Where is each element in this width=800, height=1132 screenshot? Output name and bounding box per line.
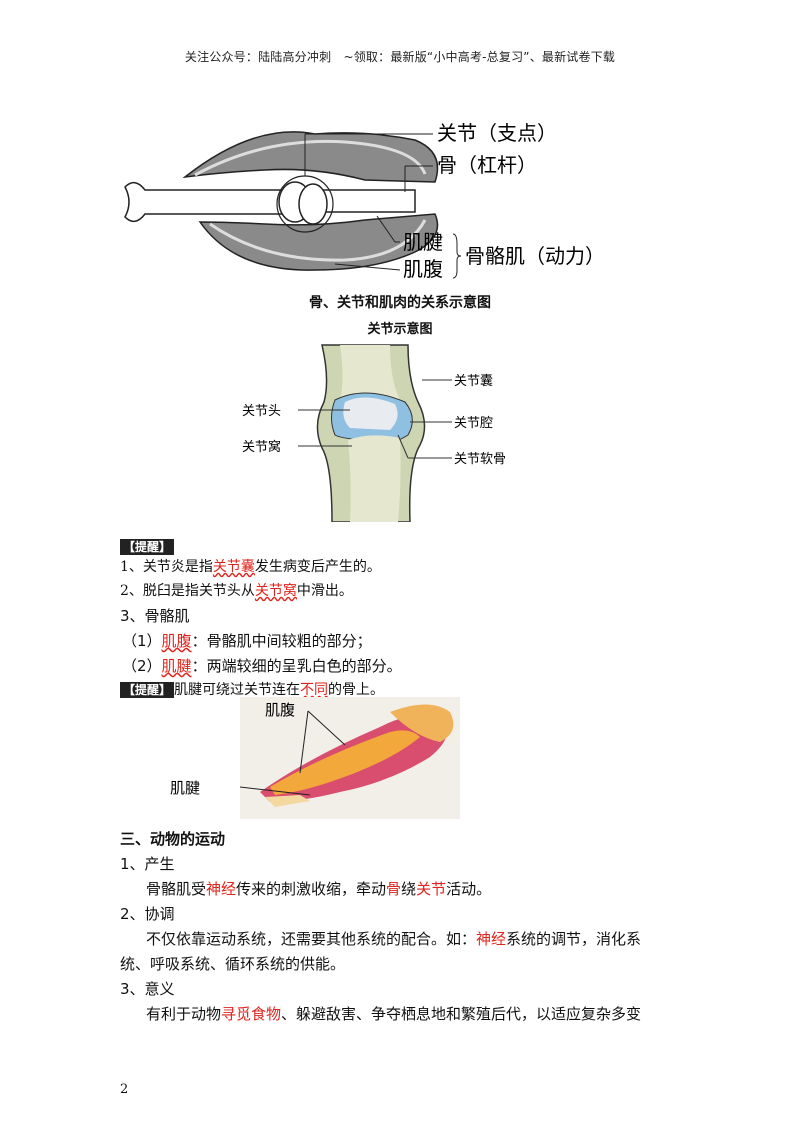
section3-heading: 三、动物的运动: [120, 830, 226, 848]
bone-joint-muscle-illustration: 关节（支点） 骨（杠杆） 肌腱 肌腹 骨骼肌（动力）: [124, 121, 605, 281]
muscle-heading: 3、骨骼肌: [120, 607, 190, 625]
s2-text: 不仅依靠运动系统，还需要其他系统的配合。如：神经系统的调节，消化系: [146, 930, 642, 948]
socket-label: 关节窝: [242, 439, 281, 455]
s1-text: 骨骼肌受神经传来的刺激收缩，牵动骨绕关节活动。: [146, 880, 492, 898]
joint-head-label: 关节头: [242, 404, 281, 419]
muscle-tendon-illustration: 肌腹 肌腱: [160, 697, 460, 819]
figure1-caption: 骨、关节和肌肉的关系示意图: [309, 295, 491, 311]
tendon-label: 肌腱: [403, 230, 443, 254]
capsule-label: 关节囊: [454, 373, 493, 389]
s3-text: 有利于动物寻觅食物、躲避敌害、争夺栖息地和繁殖后代，以适应复杂多变: [146, 1005, 642, 1023]
cavity-label: 关节腔: [454, 416, 493, 431]
joint-illustration: 关节囊 关节头 关节腔 关节窝 关节软骨: [242, 344, 506, 523]
reminder1-tag: 【提醒】: [120, 536, 175, 558]
s1-heading: 1、产生: [120, 855, 175, 873]
cartilage-label: 关节软骨: [454, 452, 506, 467]
fig3-belly-label: 肌腹: [265, 701, 295, 719]
highlight-socket: 关节窝: [254, 583, 297, 599]
highlight-different: 不同: [300, 682, 329, 698]
reminder1-item2: 2、脱臼是指关节头从关节窝中滑出。: [120, 583, 353, 599]
belly-label: 肌腹: [403, 257, 443, 281]
s2-text-line2: 统、呼吸系统、循环系统的供能。: [120, 955, 346, 973]
joint-fulcrum-label: 关节（支点）: [437, 121, 557, 145]
highlight-capsule: 关节囊: [212, 559, 255, 575]
joint-diagram: 关节囊 关节头 关节腔 关节窝 关节软骨: [240, 340, 530, 523]
figure2-title: 关节示意图: [367, 322, 433, 337]
s3-heading: 3、意义: [120, 980, 175, 998]
reminder1-item1: 1、关节炎是指关节囊发生病变后产生的。: [120, 559, 381, 575]
page-number: 2: [120, 1082, 129, 1097]
bone-joint-muscle-diagram: 关节（支点） 骨（杠杆） 肌腱 肌腹 骨骼肌（动力）: [115, 112, 635, 284]
bone-lever-label: 骨（杠杆）: [437, 153, 537, 177]
fig3-tendon-label: 肌腱: [170, 779, 200, 797]
highlight-belly: 肌腹: [161, 632, 192, 650]
muscle-item2: （2）肌腱：两端较细的呈乳白色的部分。: [122, 657, 402, 675]
page-header: 关注公众号：陆陆高分冲刺 ~领取：最新版“小中高考-总复习”、最新试卷下载: [184, 50, 616, 64]
skeletal-muscle-power-label: 骨骼肌（动力）: [465, 244, 605, 268]
s2-heading: 2、协调: [120, 905, 175, 923]
reminder2: 【提醒】肌腱可绕过关节连在不同的骨上。: [120, 679, 384, 701]
highlight-tendon: 肌腱: [161, 657, 192, 675]
muscle-item1: （1）肌腹：骨骼肌中间较粗的部分；: [122, 632, 372, 650]
